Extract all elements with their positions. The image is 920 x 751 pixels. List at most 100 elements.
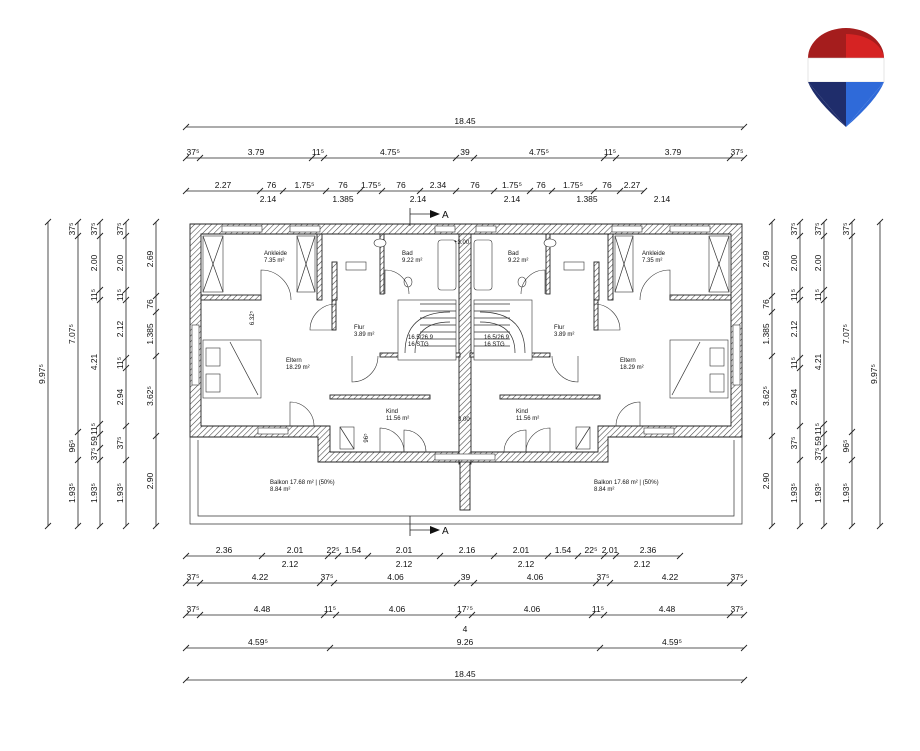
dimension-label: 76 [396, 180, 406, 190]
dimension-label: 11⁵ [813, 423, 823, 435]
dimension-tick [796, 522, 804, 530]
dimension-tick [152, 352, 160, 360]
dimension-label: 1.93⁵ [813, 483, 823, 503]
dimension-tick [740, 611, 748, 619]
dimension-tick [592, 579, 600, 587]
dimension-tick [320, 154, 328, 162]
dimension-label: 4.06 [527, 572, 544, 582]
dimension-tick [820, 456, 828, 464]
dimension-tick [122, 232, 130, 240]
dimension-label: 2.12 [396, 559, 413, 569]
dimension-tick [848, 456, 856, 464]
dimension-tick [453, 579, 461, 587]
windows [191, 225, 741, 461]
dimension-label: 76 [338, 180, 348, 190]
dimension-tick [256, 187, 264, 195]
dimension-tick [606, 579, 614, 587]
dimension-label: 2.36 [640, 545, 657, 555]
room-name: Ankleide [264, 251, 288, 257]
section-marker-top: A [409, 208, 449, 226]
dimension-tick [588, 611, 596, 619]
dimension-tick [612, 154, 620, 162]
dimension-label: 2.01 [513, 545, 530, 555]
room-area: 18.29 m² [286, 365, 310, 371]
dimension-label: 3.62⁵ [761, 386, 771, 406]
dimension-tick [600, 154, 608, 162]
dimension-tick [122, 422, 130, 430]
dimension-label: 1.54 [345, 545, 362, 555]
dimension-tick [768, 352, 776, 360]
dimension-label: 76 [761, 299, 771, 309]
room-name: Bad [508, 251, 519, 257]
dimension-label: 3.62⁵ [145, 386, 155, 406]
dimension-label: 37⁵ [115, 437, 125, 450]
room-name: Balkon 17.68 m² | (50%) [594, 480, 659, 486]
dimension-label: 37⁵ [789, 437, 799, 450]
dimension-tick [544, 552, 552, 560]
dimension-label: 37⁵ [597, 572, 610, 582]
dimension-label: 4.48 [659, 604, 676, 614]
dimension-tick [364, 552, 372, 560]
dimension-tick [436, 552, 444, 560]
dimension-tick [676, 552, 684, 560]
dimension-label: 1.385 [576, 194, 598, 204]
dimension-label: 17⁷⁵ [457, 604, 473, 614]
dimension-label: 2.12 [789, 320, 799, 337]
dimension-tick [590, 187, 598, 195]
dimension-tick [726, 579, 734, 587]
dimension-tick [726, 154, 734, 162]
room-name: Ankleide [642, 251, 666, 257]
dimension-tick [796, 218, 804, 226]
stair-info: 16.5/26.9 [408, 335, 434, 341]
dimension-label: 37⁵ [731, 604, 744, 614]
dimension-tick [44, 218, 52, 226]
dimension-label: 37⁵ [731, 147, 744, 157]
room-name: Balkon 17.68 m² | (50%) [270, 480, 335, 486]
room-name: Flur [354, 325, 364, 331]
dimension-label: 4.75⁵ [380, 147, 400, 157]
dimension-label: 3.79 [248, 147, 265, 157]
room-area: 18.29 m² [620, 365, 644, 371]
dimension-label: 37⁵ [321, 572, 334, 582]
dimension-tick [848, 232, 856, 240]
dimension-tick [96, 522, 104, 530]
room-area: 11.56 m² [516, 416, 539, 422]
dimension-tick [308, 154, 316, 162]
dimension-tick [526, 187, 534, 195]
section-label: A [442, 526, 449, 537]
dimension-label: 2.69 [761, 250, 771, 267]
dimension-label: 76 [470, 180, 480, 190]
dimension-label: 4.06 [389, 604, 406, 614]
dimension-tick [820, 232, 828, 240]
dimension-tick [820, 286, 828, 294]
section-marker-bottom: A [409, 516, 449, 537]
dimension-tick [326, 644, 334, 652]
dimension-label: 3.79 [665, 147, 682, 157]
dimension-label: 39 [460, 147, 470, 157]
room-area: 3.89 m² [354, 332, 374, 338]
dimension-tick [876, 522, 884, 530]
dimension-label: 37⁵ [187, 147, 200, 157]
dimension-label: 37⁵ [89, 448, 99, 461]
dimension-tick [796, 296, 804, 304]
bathroom-fixtures [345, 238, 585, 291]
flag-pin-icon [807, 28, 885, 127]
dimension-label: 4.21 [89, 353, 99, 370]
dimension-label: 76 [536, 180, 546, 190]
dimension-tick [490, 187, 498, 195]
dimension-tick [182, 552, 190, 560]
dimension-tick [740, 123, 748, 131]
dimension-tick [122, 364, 130, 372]
dimension-label: 37⁵ [813, 223, 823, 236]
dimension-label: 1.75⁵ [294, 180, 314, 190]
dimension-label: 11⁵ [115, 289, 125, 301]
dimension-label: 1.75⁵ [361, 180, 381, 190]
dimension-tick [122, 456, 130, 464]
dimension-label: 37⁵ [789, 223, 799, 236]
dimension-label: 4.06 [524, 604, 541, 614]
dimension-tick [452, 187, 460, 195]
stairs [397, 299, 533, 361]
dimension-label: 2.00 [115, 254, 125, 271]
